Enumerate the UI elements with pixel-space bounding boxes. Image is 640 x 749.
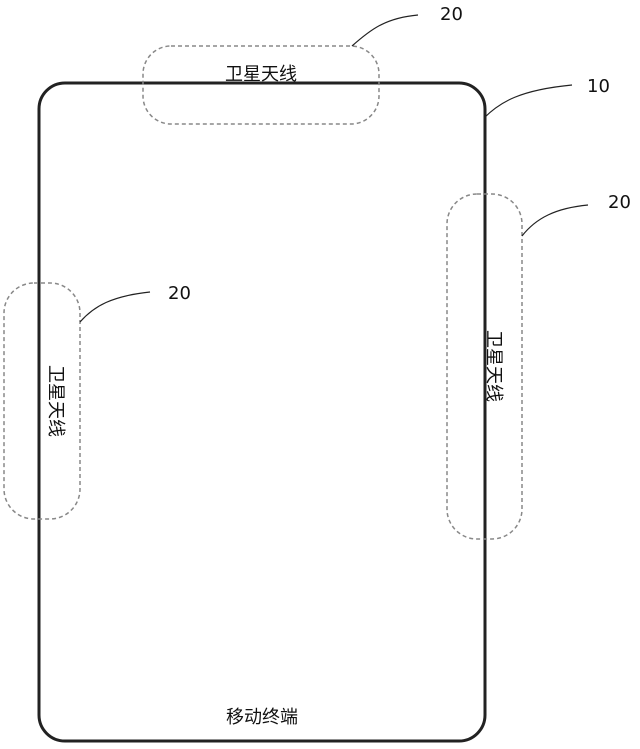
right-antenna-label: 卫星天线 [483,330,504,402]
right-antenna-outline [446,193,523,540]
right-antenna-ref-number: 20 [608,192,631,213]
top-antenna-outline [142,45,380,125]
top-antenna-label: 卫星天线 [225,64,297,85]
mobile-terminal-outline [37,81,487,743]
right-antenna-leader-line [521,204,589,237]
top-antenna-leader-line [351,14,419,47]
device-leader-line [483,84,573,119]
mobile-terminal-label: 移动终端 [226,707,298,728]
left-antenna-ref-number: 20 [168,283,191,304]
left-antenna-leader-line [79,291,151,323]
top-antenna-ref-number: 20 [440,4,463,25]
left-antenna-outline [3,282,81,520]
device-ref-number: 10 [587,76,610,97]
left-antenna-label: 卫星天线 [45,365,66,437]
